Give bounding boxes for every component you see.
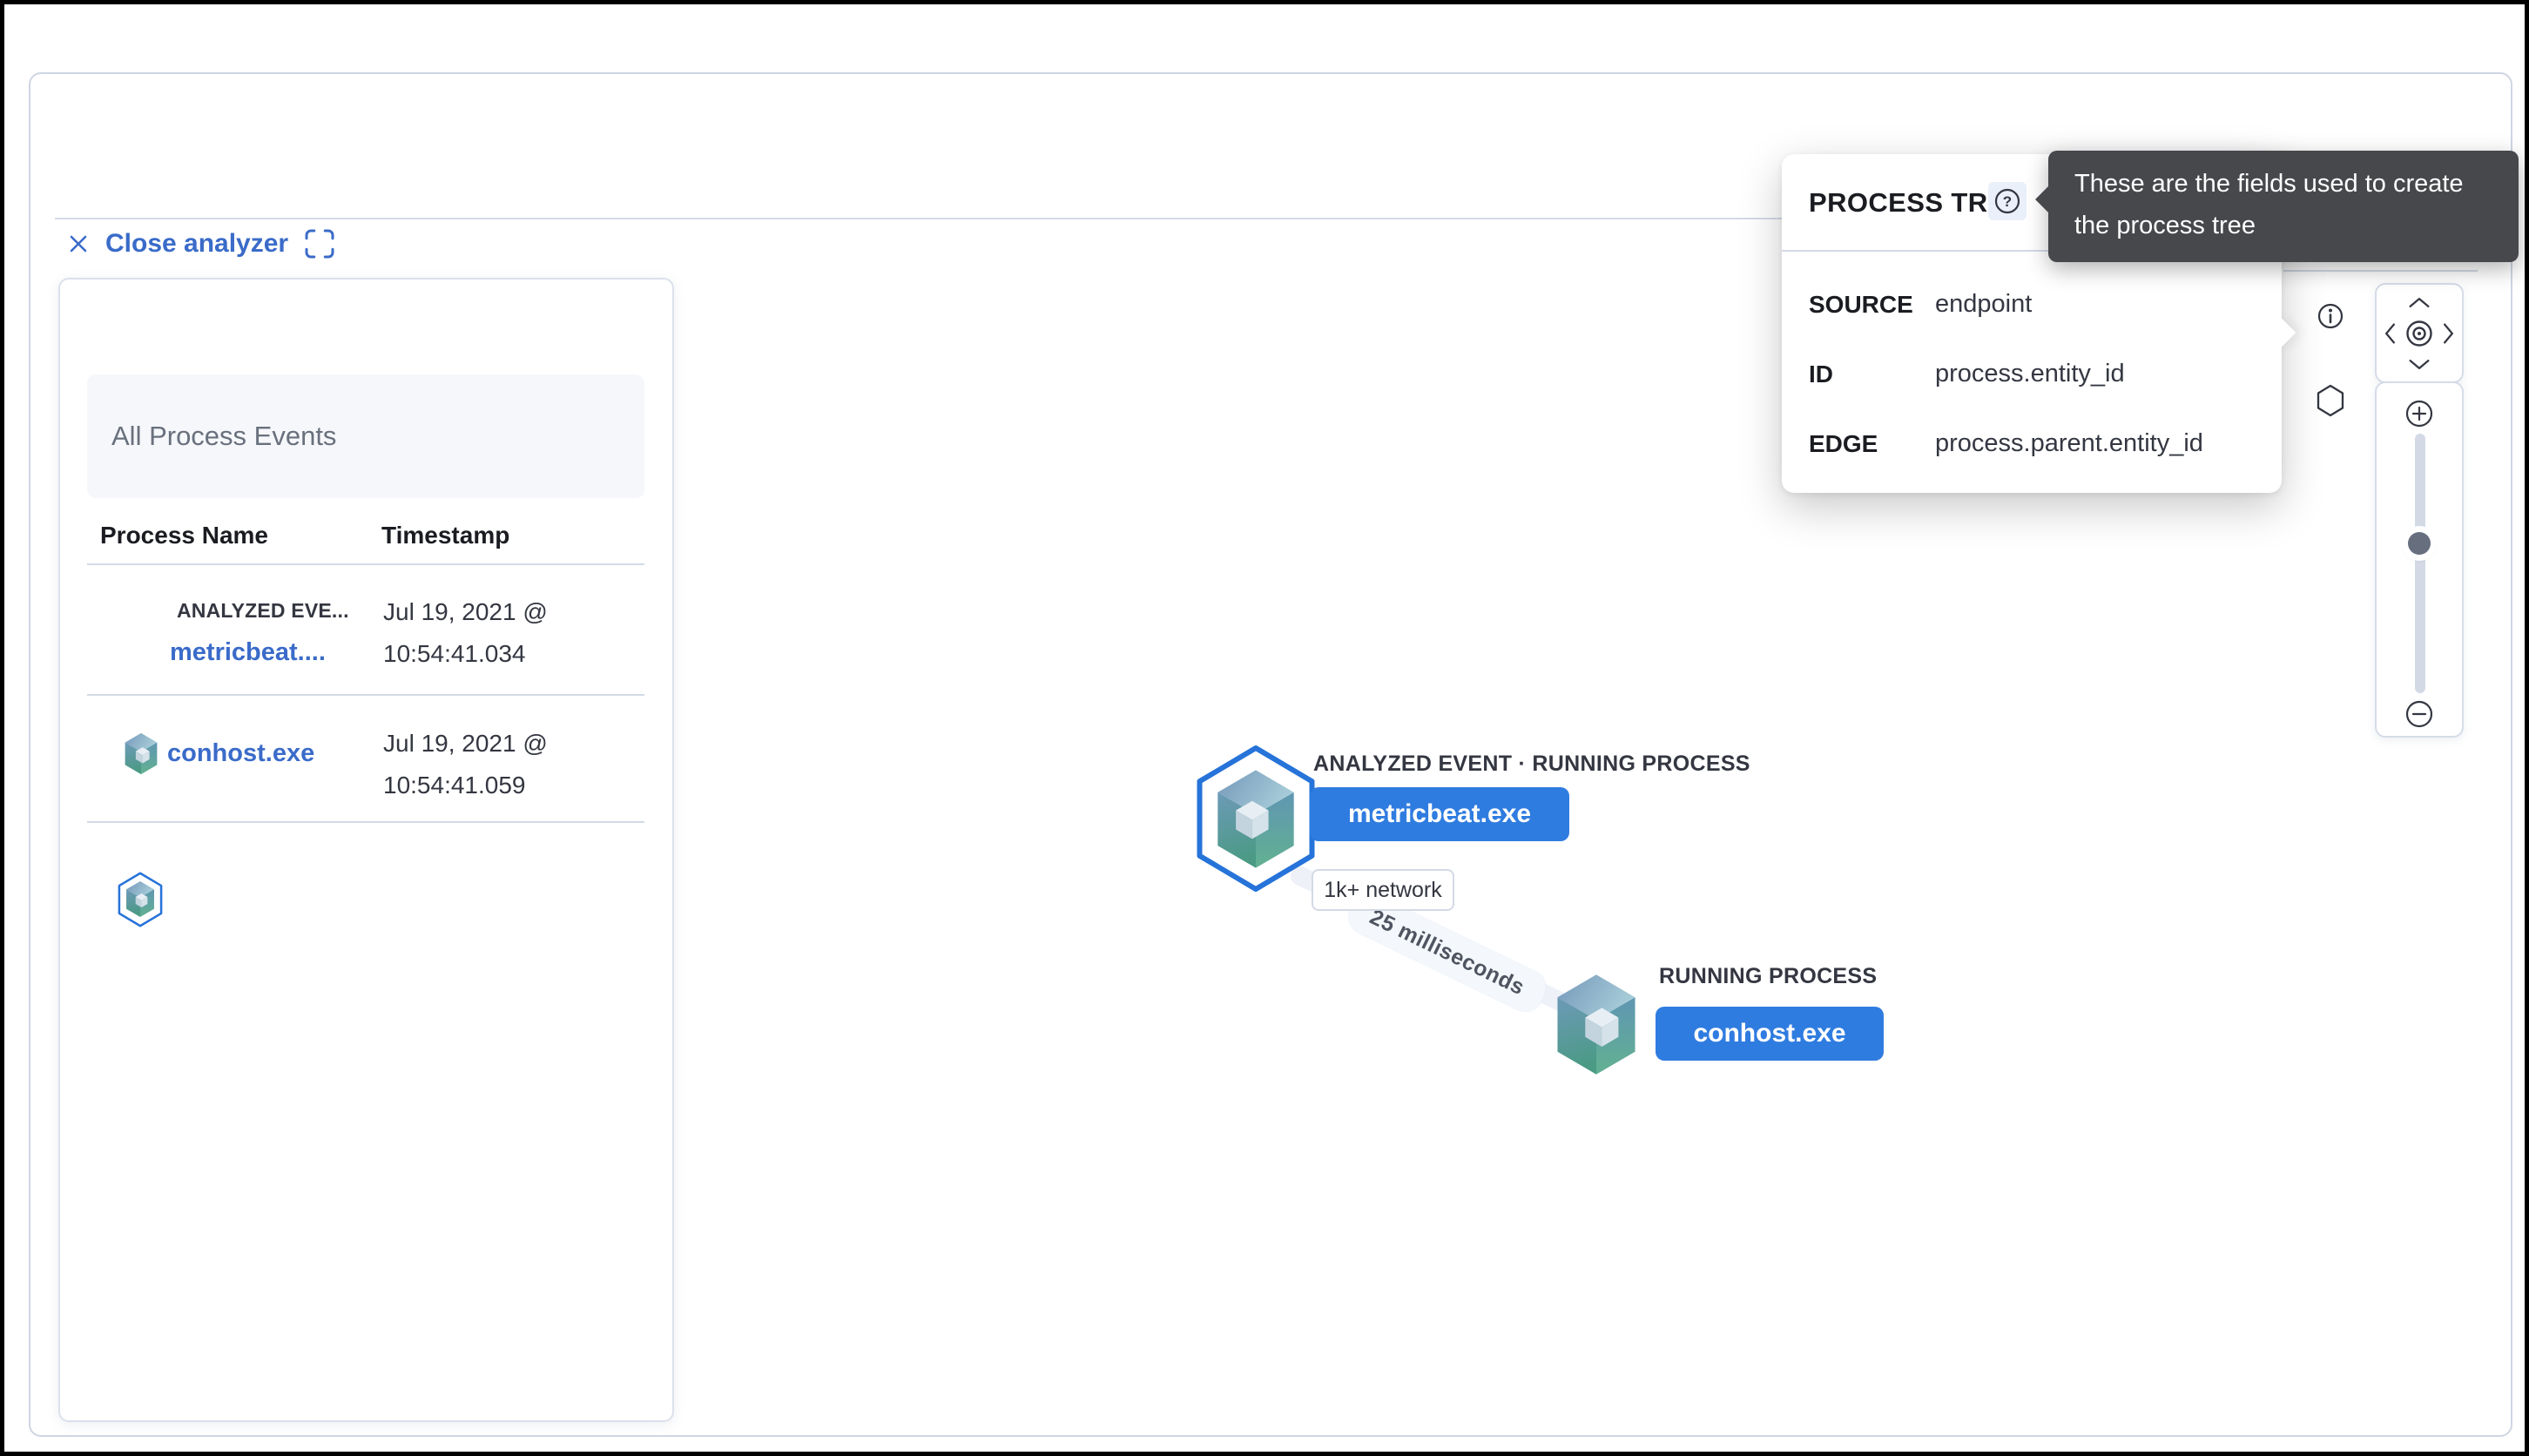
timestamp-line: 10:54:41.034 <box>383 640 526 667</box>
close-analyzer-link[interactable]: Close analyzer <box>105 229 289 258</box>
process-node-cube-icon[interactable] <box>1211 768 1301 870</box>
field-label: ID <box>1809 361 1833 388</box>
pan-down-button[interactable] <box>2407 353 2431 377</box>
zoom-panel <box>2375 381 2464 738</box>
node-category-label: RUNNING PROCESS <box>1659 964 1878 988</box>
process-tree-tooltip: These are the fields used to create the … <box>2035 151 2519 262</box>
timestamp-line: Jul 19, 2021 @ <box>383 598 548 625</box>
hexagon-icon <box>2317 384 2344 417</box>
plus-in-circle-icon <box>2405 400 2433 428</box>
process-cube-icon <box>125 732 158 775</box>
node-category-label: ANALYZED EVENT · RUNNING PROCESS <box>1313 752 1750 776</box>
info-icon <box>2317 303 2344 329</box>
field-value: process.parent.entity_id <box>1935 429 2203 457</box>
chevron-left-icon <box>2384 323 2395 344</box>
event-type-badge: ANALYZED EVE... <box>177 599 349 622</box>
field-label: SOURCE <box>1809 291 1913 318</box>
popover-divider <box>1782 250 2282 252</box>
pan-up-button[interactable] <box>2407 290 2431 314</box>
target-icon <box>2406 320 2432 347</box>
timestamp-line: Jul 19, 2021 @ <box>383 730 548 757</box>
zoom-out-button[interactable] <box>2403 698 2436 731</box>
field-label: EDGE <box>1809 430 1878 457</box>
camera-nav-panel <box>2375 283 2464 383</box>
process-node-button[interactable]: conhost.exe <box>1656 1007 1884 1061</box>
network-count-label: 1k+ network <box>1324 877 1442 902</box>
zoom-slider-track[interactable] <box>2415 434 2425 693</box>
analyzer-top-divider <box>55 218 2507 219</box>
pan-right-button[interactable] <box>2437 321 2461 346</box>
field-value: endpoint <box>1935 290 2033 318</box>
network-count-pill[interactable]: 1k+ network <box>1312 869 1454 911</box>
node-legend-button[interactable] <box>2314 382 2347 419</box>
process-link[interactable]: metricbeat.... <box>170 638 326 666</box>
process-cube-icon <box>126 880 154 918</box>
row-border <box>87 694 644 696</box>
process-node-button-label: metricbeat.exe <box>1347 799 1532 828</box>
column-header-process-name[interactable]: Process Name <box>100 522 269 549</box>
process-events-panel: All Process Events Process Name Timestam… <box>58 278 674 1422</box>
process-node-cube-icon[interactable] <box>1550 973 1642 1076</box>
field-value: process.entity_id <box>1935 360 2125 388</box>
selected-node-hexagon-ring-icon <box>1197 745 1315 892</box>
fullscreen-icon[interactable] <box>302 226 337 261</box>
controls-divider <box>2283 270 2478 272</box>
chevron-up-icon <box>2409 297 2430 307</box>
minus-in-circle-icon <box>2405 700 2433 728</box>
tooltip-text: These are the fields used to create <box>2074 170 2464 198</box>
close-icon[interactable] <box>65 231 91 257</box>
zoom-slider-thumb[interactable] <box>2408 532 2431 555</box>
table-header-border <box>87 563 644 565</box>
svg-text:?: ? <box>2003 193 2012 210</box>
panel-header: All Process Events <box>87 374 644 498</box>
tooltip-text: the process tree <box>2074 212 2256 239</box>
chevron-down-icon <box>2409 360 2430 370</box>
row-border <box>87 821 644 823</box>
page-card <box>29 72 2512 1437</box>
close-analyzer-row: Close analyzer <box>65 224 337 264</box>
process-node-button[interactable]: metricbeat.exe <box>1310 787 1569 841</box>
timestamp-line: 10:54:41.059 <box>383 772 526 799</box>
help-button[interactable]: ? <box>1988 182 2027 220</box>
selected-hexagon-ring-icon <box>118 872 163 927</box>
panel-title: All Process Events <box>111 421 337 451</box>
zoom-in-button[interactable] <box>2403 397 2436 430</box>
chevron-right-icon <box>2444 323 2454 344</box>
question-mark-icon: ? <box>1994 188 2020 214</box>
process-link[interactable]: conhost.exe <box>167 739 315 767</box>
column-header-timestamp[interactable]: Timestamp <box>381 522 510 549</box>
process-node-button-label: conhost.exe <box>1693 1019 1846 1048</box>
schema-info-button[interactable] <box>2315 300 2346 332</box>
center-camera-button[interactable] <box>2402 316 2437 351</box>
pan-left-button[interactable] <box>2377 321 2402 346</box>
